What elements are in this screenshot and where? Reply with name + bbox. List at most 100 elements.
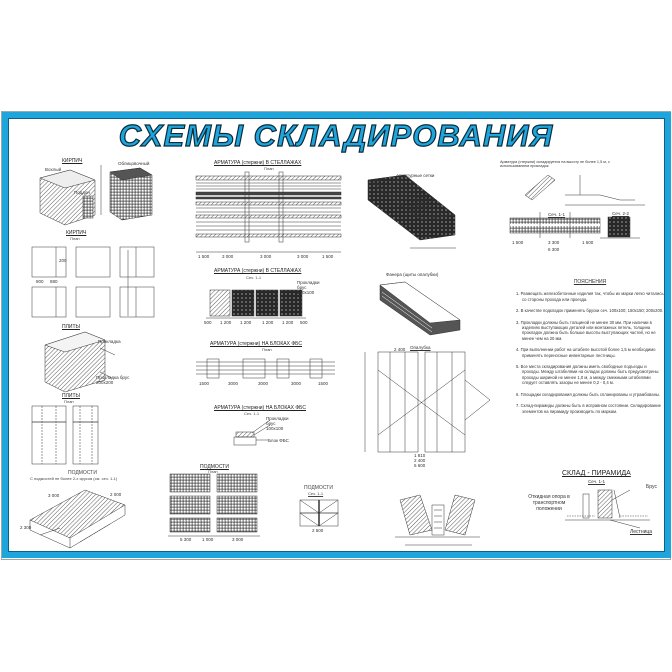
rebar-fbs-plan-title: АРМАТУРА (стержни) НА БЛОКАХ ФБС — [210, 341, 302, 347]
plywood-title: Фанера (щиты опалубки) — [386, 272, 439, 277]
note-item: 1. Размещать железобетонные изделия так,… — [516, 291, 664, 302]
block-label: Блок ФБС — [268, 438, 289, 443]
rebar-racks-plan-drawing — [195, 171, 342, 253]
scaffold-iso-subtitle: С подмостей не более 2-х ярусов (см. сеч… — [30, 476, 118, 481]
pyramid-store-title: СКЛАД - ПИРАМИДА — [562, 470, 631, 477]
dim-label: 1 000 — [202, 537, 214, 542]
dim-label: 1500 — [318, 381, 329, 386]
dim-label: 1 500 — [582, 240, 594, 245]
scaffold-section-title: ПОДМОСТИ — [304, 485, 333, 491]
brick-plan-drawing — [31, 246, 155, 318]
poster-title: СХЕМЫ СКЛАДИРОВАНИЯ — [118, 117, 554, 153]
scaffold-iso-title: ПОДМОСТИ — [68, 470, 97, 476]
dim-label: 200 — [59, 258, 67, 263]
spacer-label: Прокладки брус 100х100 — [266, 416, 289, 431]
note-item: 2. В качестве подкладок применять бруски… — [516, 308, 664, 314]
dim-label: 3 000 — [48, 493, 60, 498]
dim-label: 500 — [204, 320, 212, 325]
plywood-drawing — [379, 281, 461, 336]
dim-label: 1 200 — [282, 320, 294, 325]
dim-label: 1500 — [199, 381, 210, 386]
dim-label: 3 000 — [232, 537, 244, 542]
dim-label: 880 — [50, 279, 58, 284]
dim-label: 3000 — [291, 381, 302, 386]
dim-label: 3 300 — [548, 240, 560, 245]
rebar-fbs-plan-subtitle: План — [262, 347, 272, 352]
pyramid-store-subtitle: Сеч. 1-1 — [588, 479, 605, 484]
note-item: 7. Склад-пирамиды должны быть в исправно… — [516, 403, 661, 414]
rebar-detail-caption: Арматура (стержни) складируется на высот… — [500, 160, 610, 168]
slabs-plan-drawing — [31, 405, 99, 465]
dim-label: 2 000 — [110, 492, 122, 497]
mesh-drawing — [367, 174, 456, 249]
section-label: Сеч. 2-2 — [612, 211, 629, 216]
scaffold-plan-subtitle: План — [208, 469, 218, 474]
slabs-plan-title: ПЛИТЫ — [62, 393, 80, 399]
note-item: 3. Прокладки должны быть толщиной не мен… — [516, 319, 656, 341]
scaffold-section-subtitle: Сеч. 1-1 — [308, 491, 324, 496]
pyramid-store-drawing — [565, 489, 650, 529]
rebar-fbs-plan-drawing — [196, 358, 335, 379]
dim-label: 2 300 — [20, 525, 32, 530]
brick-label: Облицовочный — [118, 161, 150, 166]
brick-plan-subtitle: План — [70, 236, 80, 241]
dim-label: 3 000 — [222, 254, 234, 259]
section-label: Сеч. 1-1 — [548, 212, 565, 217]
note-item: 5. Все места складирования должны иметь … — [516, 364, 659, 386]
brick-label: Вохлый — [45, 167, 62, 172]
mesh-title: Арматурные сетки — [396, 173, 435, 178]
dim-label: 1 200 — [220, 320, 232, 325]
rebar-fbs-section-subtitle: Сеч. 1-1 — [244, 411, 260, 416]
dim-label: 3 000 — [260, 254, 272, 259]
dim-label: 5 300 — [180, 537, 192, 542]
dim-label: 1 200 — [262, 320, 274, 325]
slabs-iso-title: ПЛИТЫ — [62, 324, 80, 330]
dim-label: 500 — [300, 320, 308, 325]
rebar-racks-section-drawing — [206, 289, 306, 319]
notes-block: ПОЯСНЕНИЯ 1. Размещать железобетонные из… — [516, 279, 664, 420]
rebar-detail-drawing — [509, 174, 645, 239]
dim-label: 3000 — [228, 381, 239, 386]
dim-label: 3 000 — [297, 254, 309, 259]
poster-frame — [2, 112, 671, 558]
dim-label: 1 810 — [414, 453, 426, 458]
dim-label: 1 500 — [512, 240, 524, 245]
ladder-label: Лестница — [630, 529, 653, 535]
dim-label: 2 400 — [414, 458, 426, 463]
brick-label: Поддон — [74, 190, 90, 195]
dim-label: 2 500 — [312, 528, 324, 533]
slabs-plan-subtitle: План — [64, 399, 74, 404]
dim-label: 3000 — [258, 381, 269, 386]
scaffold-plan-drawing — [168, 473, 260, 537]
scaffold-iso-drawing — [29, 489, 126, 549]
rebar-racks-section-subtitle: Сеч. 1-1 — [246, 275, 262, 280]
scaffold-section-drawing — [299, 499, 339, 527]
brick-plan-title: КИРПИЧ — [66, 230, 87, 236]
rebar-fbs-section-title: АРМАТУРА (стержни) НА БЛОКАХ ФБС — [214, 405, 306, 411]
dim-label: 1 500 — [198, 254, 210, 259]
brick-iso-drawing — [39, 165, 153, 226]
pyramid-drawing — [395, 494, 480, 546]
dim-label: 6 300 — [548, 247, 560, 252]
note-item: 4. При выполнении работ на штабеле высот… — [516, 347, 656, 358]
poster-frame-inner — [8, 118, 665, 552]
slabs-label: Прокладка — [98, 339, 121, 344]
dim-label: 1 200 — [240, 320, 252, 325]
rebar-racks-plan-subtitle: План — [264, 166, 274, 171]
beam-label: Брус — [646, 484, 657, 490]
slabs-iso-drawing — [44, 331, 116, 393]
brick-iso-title: КИРПИЧ — [62, 158, 83, 164]
notes-heading: ПОЯСНЕНИЯ — [573, 279, 607, 285]
slabs-label: Прокладка брус 200х200 — [96, 375, 130, 385]
scaffold-plan-title: ПОДМОСТИ — [200, 464, 229, 470]
rebar-fbs-section-drawing — [233, 419, 271, 446]
dim-label: 2 400 — [394, 347, 406, 352]
rebar-racks-section-title: АРМАТУРА (стержни) В СТЕЛЛАЖАХ — [214, 268, 302, 274]
note-item: 6. Площадки складирования должны быть сп… — [516, 391, 661, 397]
dim-label: 6 600 — [414, 463, 426, 468]
dim-label: 800 — [36, 279, 44, 284]
formwork-plan-drawing — [364, 351, 491, 453]
rebar-racks-plan-title: АРМАТУРА (стержни) В СТЕЛЛАЖАХ — [214, 160, 302, 166]
support-label: Откидная опора в транспортном положении — [528, 494, 570, 512]
